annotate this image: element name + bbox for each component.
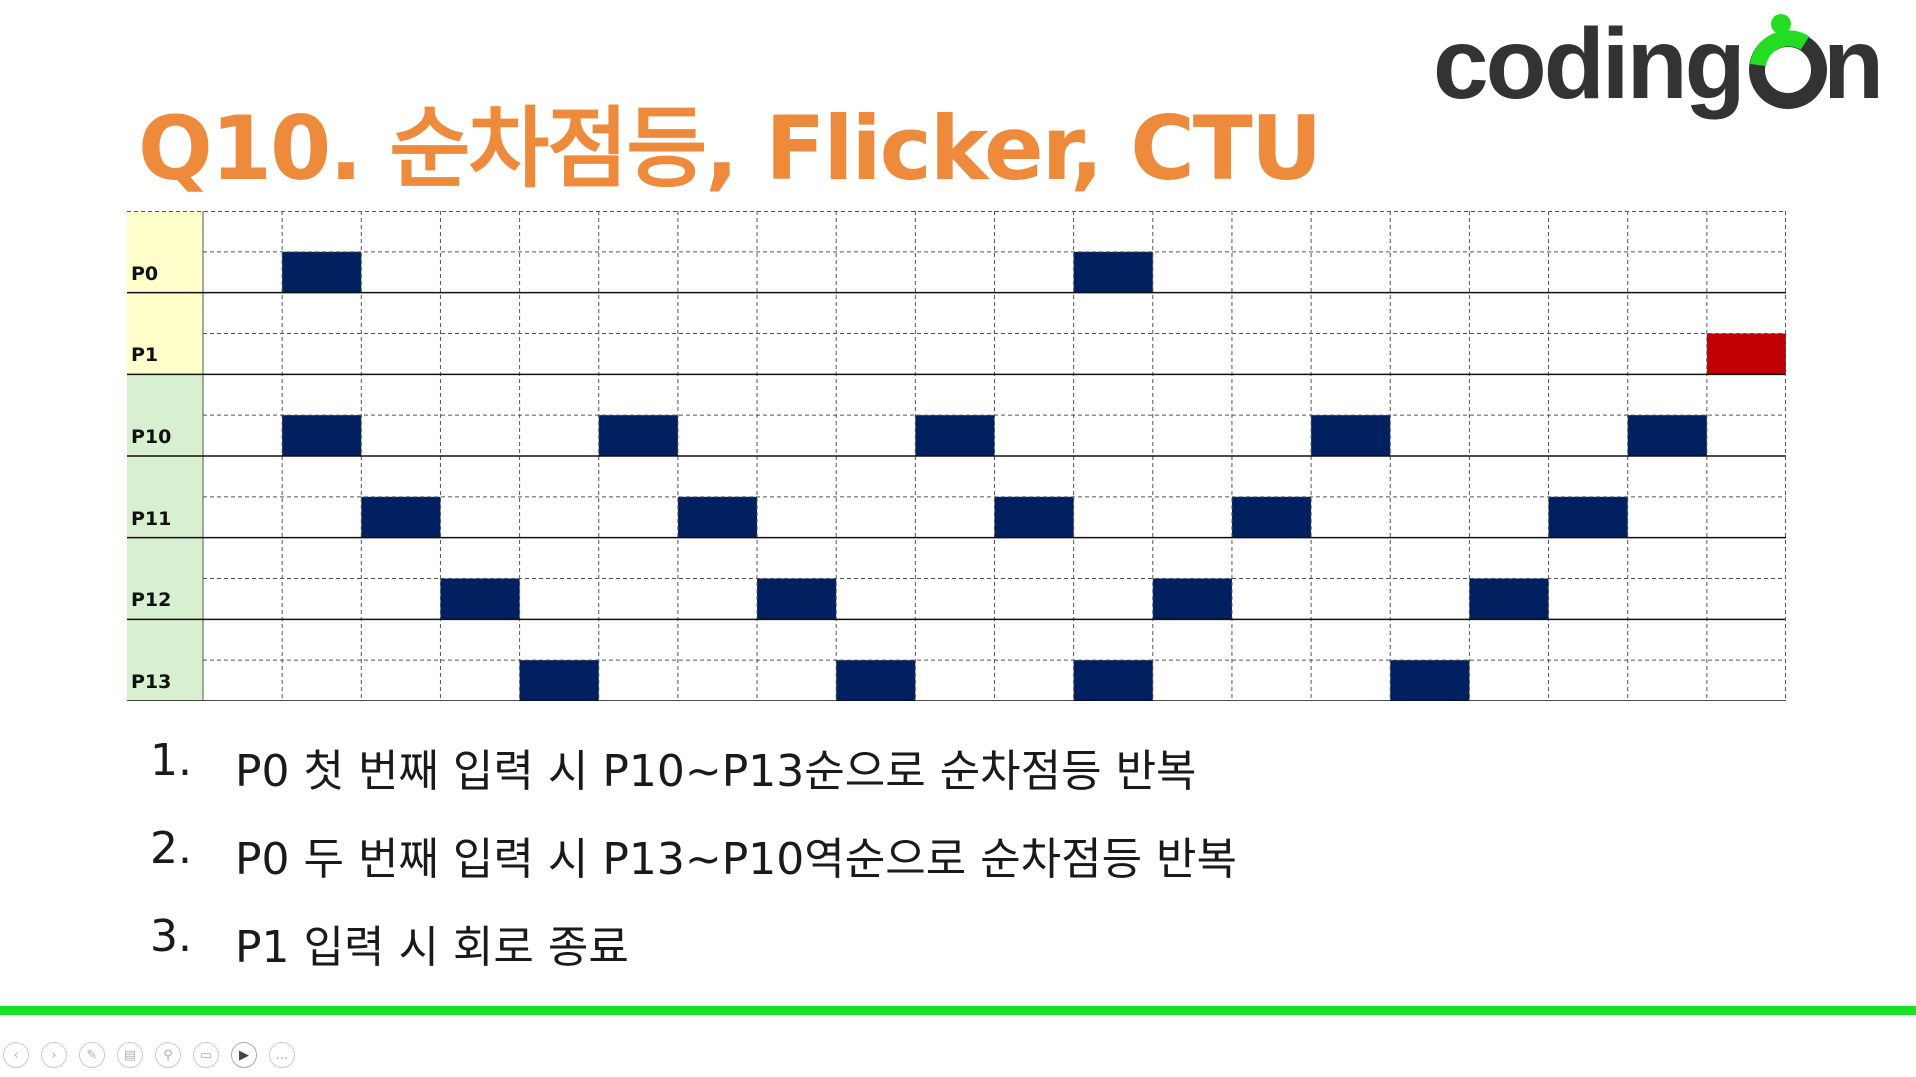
subtitles-icon[interactable]: ▭: [193, 1042, 219, 1068]
step-text: P1 입력 시 회로 종료: [235, 922, 629, 973]
more-icon[interactable]: …: [269, 1042, 295, 1068]
footer-divider: [0, 1006, 1916, 1015]
pulse-block: [677, 496, 758, 538]
step-number: 1.: [150, 735, 192, 786]
row-label-bg: [127, 456, 203, 538]
pulse-block: [361, 496, 441, 538]
step-text: P0 두 번째 입력 시 P13~P10역순으로 순차점등 반복: [235, 834, 1238, 885]
pulse-block: [757, 578, 837, 620]
row-label-p0: P0: [131, 262, 159, 285]
row-label-bg: [127, 292, 203, 375]
step-text: P0 첫 번째 입력 시 P10~P13순으로 순차점등 반복: [235, 746, 1197, 797]
pulse-block: [1390, 660, 1470, 701]
pulse-block: [282, 251, 362, 293]
timing-grid: [127, 211, 1786, 701]
pulse-block: [519, 660, 599, 701]
row-label-p1: P1: [131, 344, 159, 367]
row-label-p12: P12: [131, 589, 172, 612]
pulse-block: [1469, 578, 1549, 620]
camera-icon[interactable]: ▶: [231, 1042, 257, 1068]
pulse-block: [282, 415, 362, 456]
pulse-block: [994, 496, 1074, 538]
row-label-bg: [127, 537, 203, 620]
row-label-bg: [127, 619, 203, 701]
row-label-bg: [127, 211, 203, 293]
pulse-block: [1627, 415, 1707, 456]
pulse-block: [1231, 496, 1312, 538]
pulse-block: [836, 660, 916, 701]
pulse-block: [598, 415, 678, 456]
row-label-p10: P10: [131, 426, 172, 448]
next-icon[interactable]: ›: [41, 1042, 67, 1068]
slides-icon[interactable]: ▤: [117, 1042, 143, 1068]
slide-title: Q10. 순차점등, Flicker, CTU: [138, 97, 1322, 200]
pulse-block: [1073, 660, 1153, 701]
pulse-block: [915, 415, 995, 456]
row-label-p11: P11: [131, 507, 172, 530]
codingon-logo: coding n: [1433, 8, 1893, 130]
pulse-block: [1311, 415, 1391, 456]
row-label-p13: P13: [131, 671, 172, 693]
svg-text:coding: coding: [1433, 10, 1743, 120]
svg-text:n: n: [1823, 10, 1884, 120]
logo-graphic: coding n: [1433, 8, 1884, 120]
step-number: 2.: [150, 823, 192, 874]
pulse-block: [1548, 496, 1628, 538]
pulse-block: [1073, 251, 1153, 293]
prev-icon[interactable]: ‹: [3, 1042, 29, 1068]
pulse-block: [1706, 333, 1786, 375]
step-number: 3.: [150, 911, 192, 962]
pulse-block: [440, 578, 520, 620]
zoom-icon[interactable]: ⚲: [155, 1042, 181, 1068]
pen-icon[interactable]: ✎: [79, 1042, 105, 1068]
row-label-bg: [127, 374, 203, 456]
pulse-block: [1152, 578, 1232, 620]
